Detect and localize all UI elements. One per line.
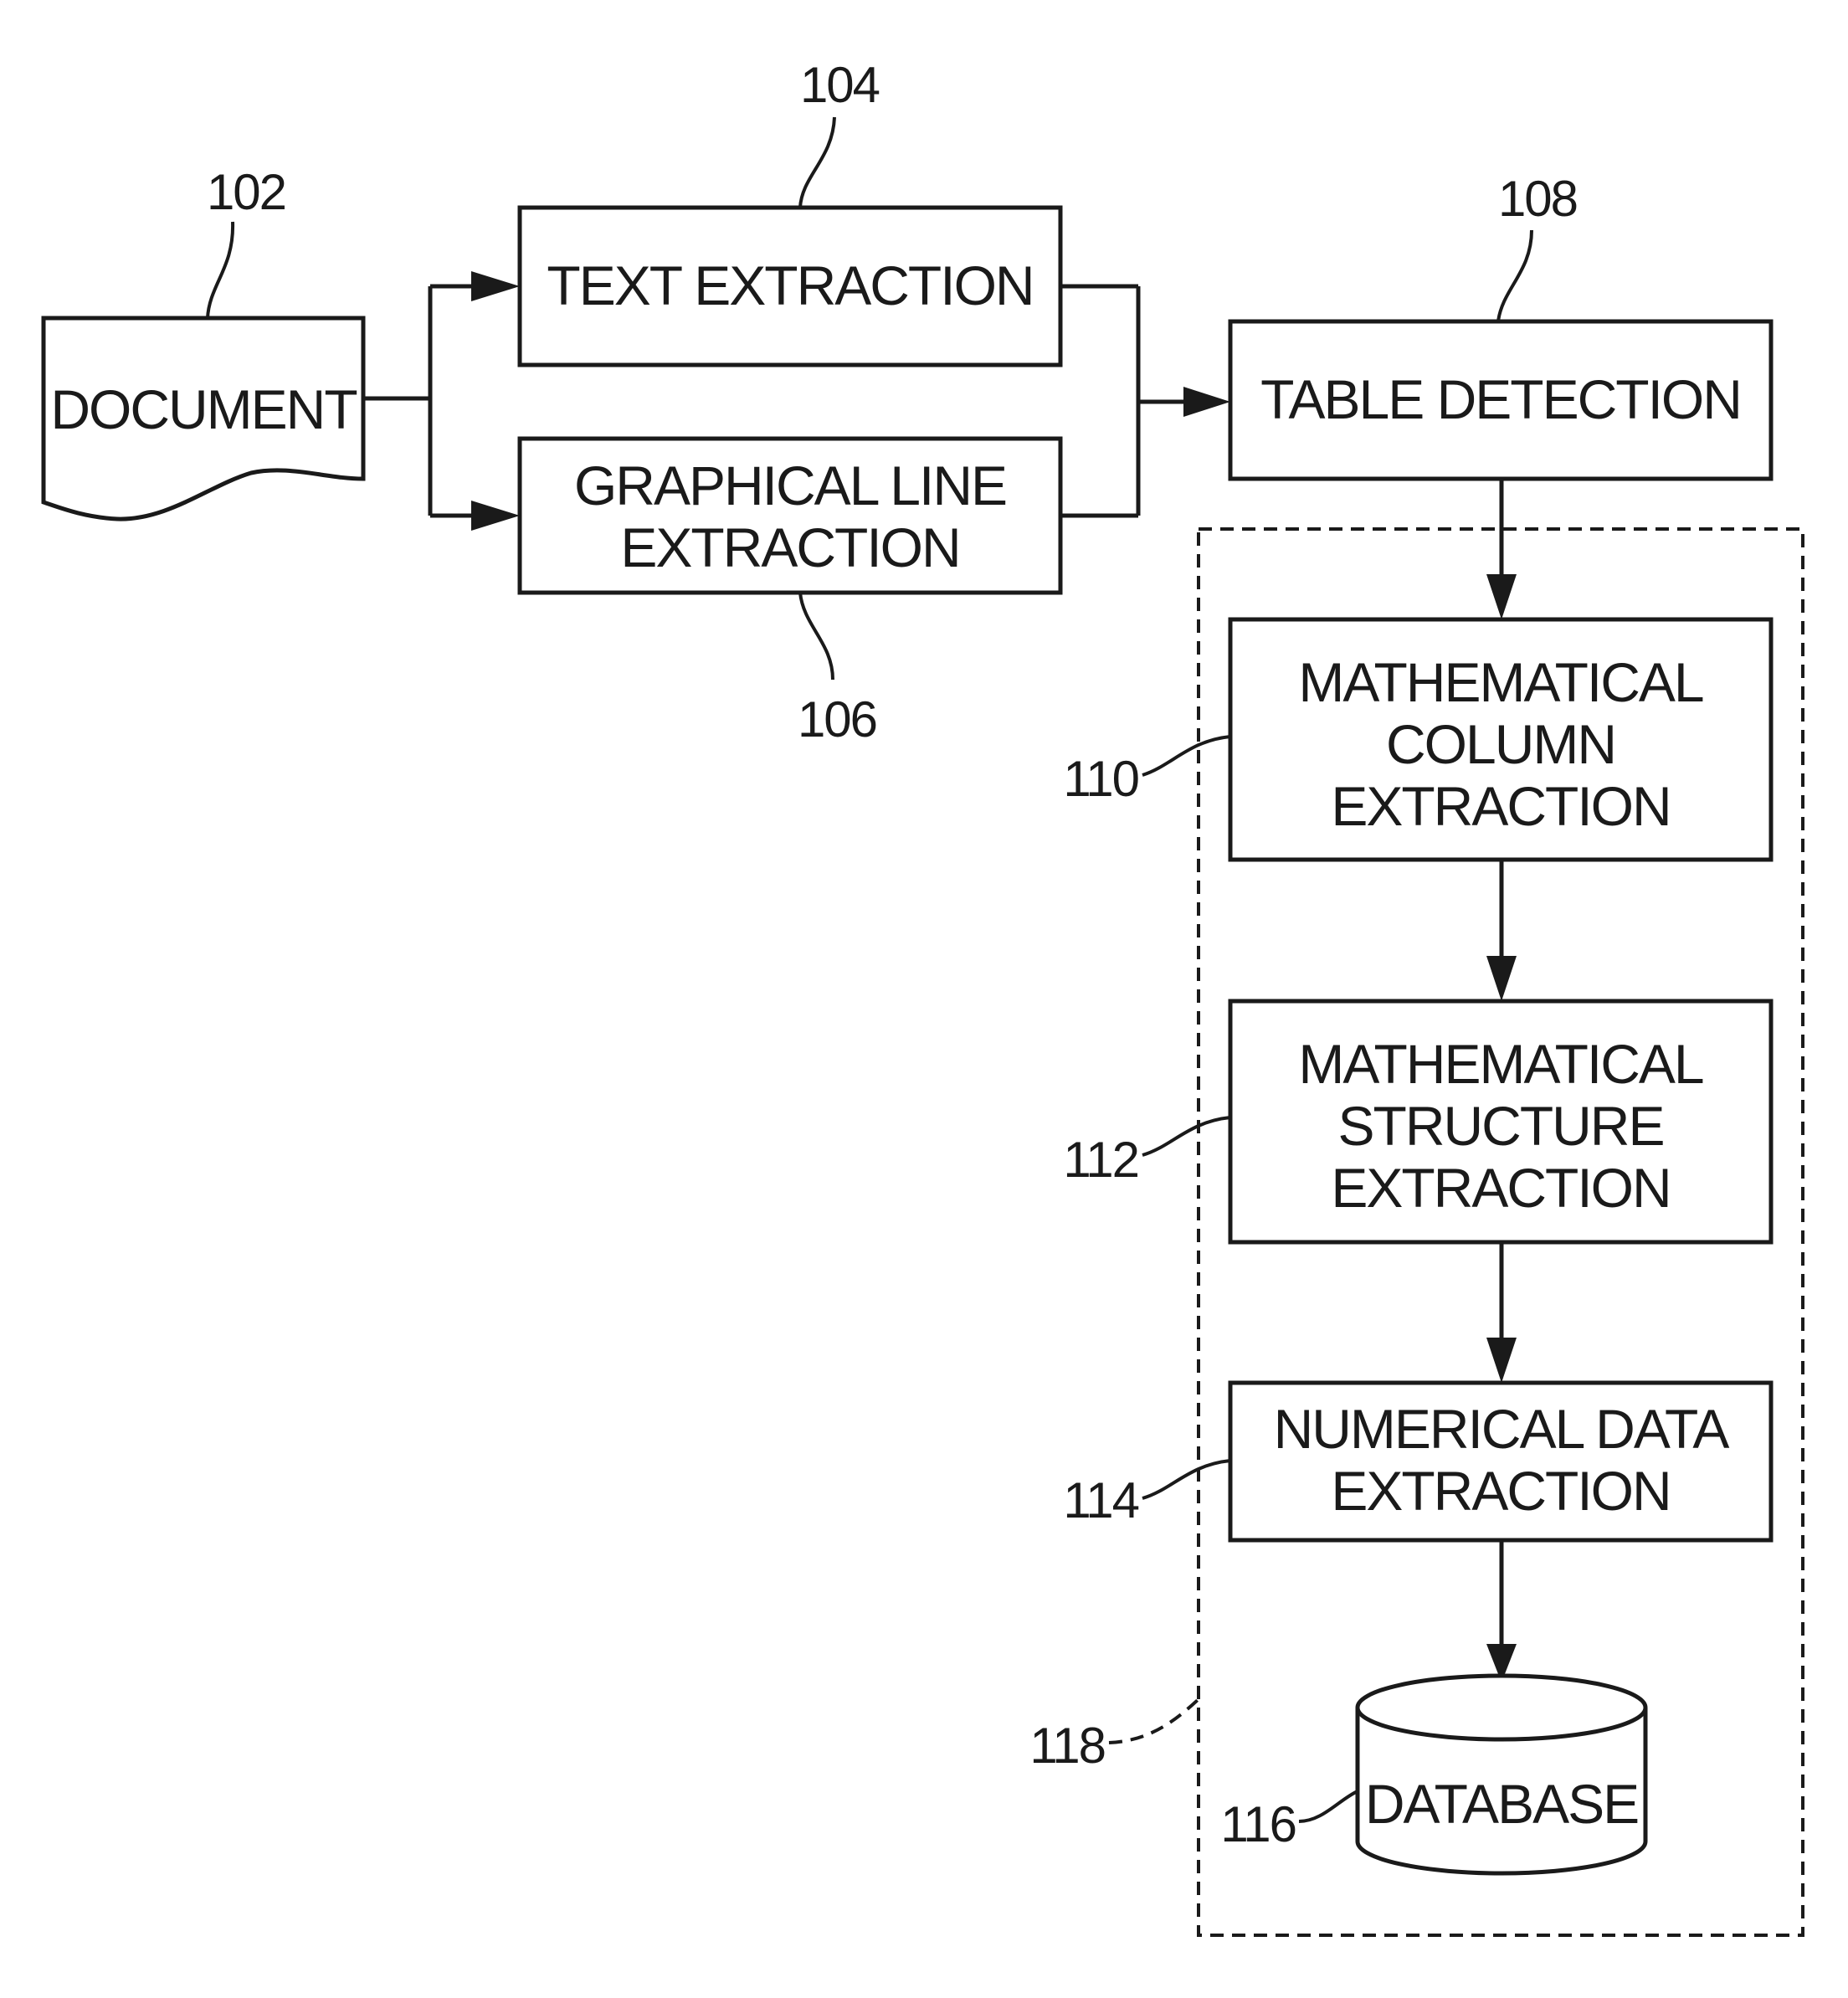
mathematical-structure-extraction-label-line3: EXTRACTION	[1331, 1157, 1670, 1219]
table-detection-label: TABLE DETECTION	[1260, 368, 1741, 430]
mathematical-column-extraction-label-line1: MATHEMATICAL	[1298, 651, 1703, 713]
leader-104	[800, 117, 834, 208]
arrowhead-to-table-detection	[1183, 387, 1230, 417]
leader-116	[1299, 1791, 1358, 1821]
arrowhead-to-graphical-line	[471, 501, 520, 531]
text-extraction-label: TEXT EXTRACTION	[547, 254, 1033, 316]
ref-114: 114	[1063, 1472, 1138, 1528]
ref-110: 110	[1063, 751, 1138, 807]
ref-102: 102	[207, 164, 285, 220]
arrowhead-to-numerical-extraction	[1486, 1338, 1517, 1383]
ref-108: 108	[1498, 171, 1577, 227]
ref-106: 106	[798, 691, 876, 747]
document-label: DOCUMENT	[50, 378, 357, 440]
ref-104: 104	[800, 57, 880, 113]
ref-112: 112	[1063, 1132, 1138, 1188]
leader-118	[1109, 1699, 1199, 1743]
leader-112	[1142, 1117, 1230, 1155]
leader-110	[1142, 737, 1230, 775]
database-label: DATABASE	[1365, 1773, 1638, 1835]
arrowhead-to-structure-extraction	[1486, 956, 1517, 1001]
mathematical-column-extraction-label-line2: COLUMN	[1386, 713, 1615, 775]
graphical-line-extraction-label-line1: GRAPHICAL LINE	[574, 455, 1006, 516]
ref-118: 118	[1029, 1718, 1105, 1774]
mathematical-structure-extraction-label-line2: STRUCTURE	[1338, 1095, 1664, 1157]
leader-114	[1142, 1461, 1230, 1498]
arrowhead-to-text-extraction	[471, 271, 520, 301]
mathematical-structure-extraction-label-line1: MATHEMATICAL	[1298, 1033, 1703, 1095]
leader-108	[1498, 230, 1532, 321]
leader-102	[208, 222, 233, 318]
numerical-data-extraction-label-line1: NUMERICAL DATA	[1274, 1398, 1730, 1460]
mathematical-column-extraction-label-line3: EXTRACTION	[1331, 775, 1670, 837]
database-top	[1358, 1676, 1645, 1739]
graphical-line-extraction-label-line2: EXTRACTION	[620, 516, 959, 578]
ref-116: 116	[1220, 1796, 1296, 1852]
leader-106	[800, 593, 833, 680]
arrowhead-to-column-extraction	[1486, 574, 1517, 619]
numerical-data-extraction-label-line2: EXTRACTION	[1331, 1460, 1670, 1522]
